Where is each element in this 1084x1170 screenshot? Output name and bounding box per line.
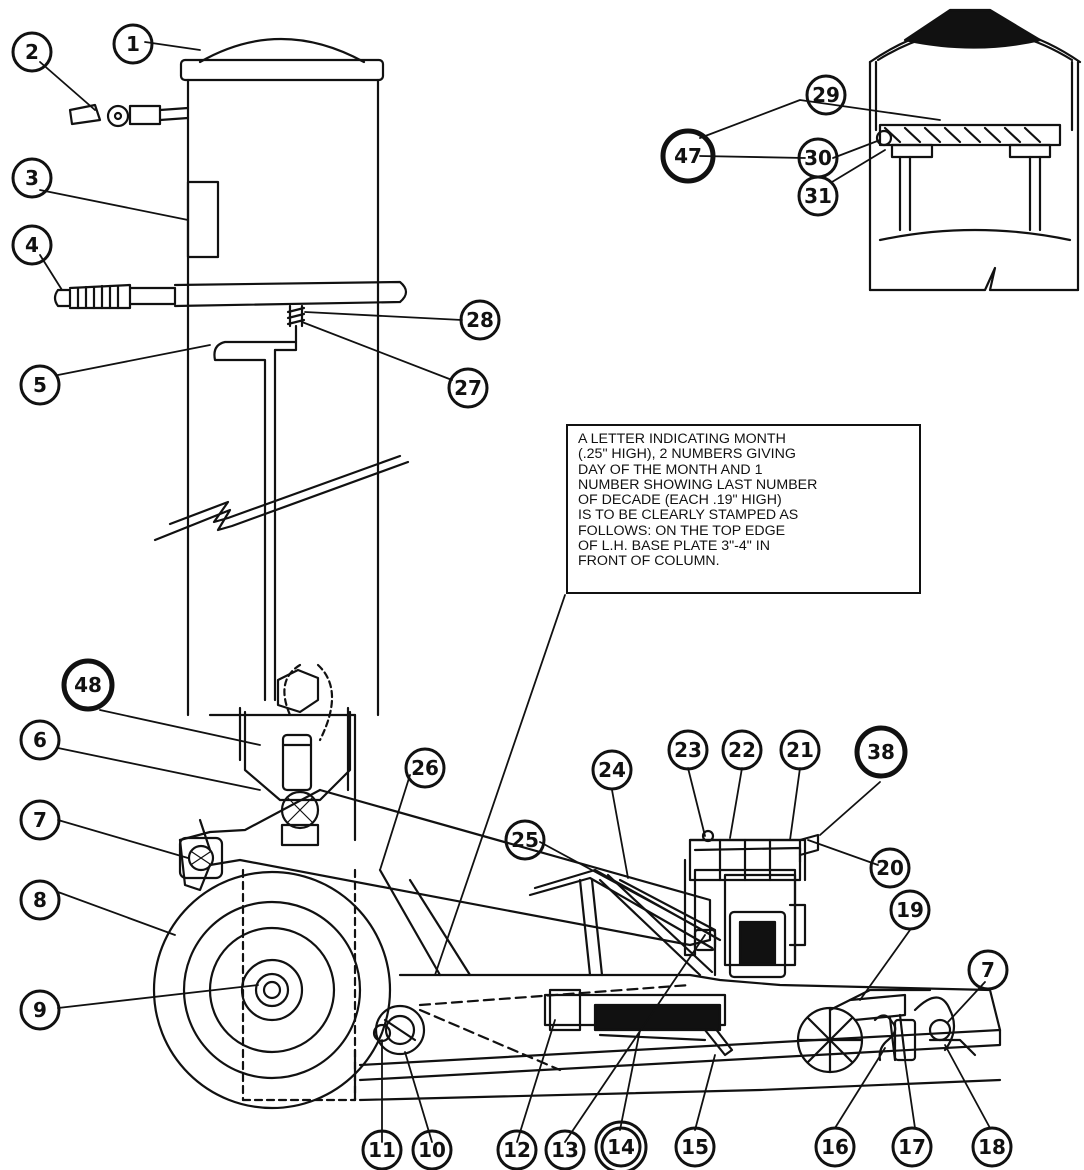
callout-7-front: 7 bbox=[981, 958, 995, 982]
front-caster bbox=[796, 988, 977, 1074]
wheel-assembly bbox=[152, 868, 392, 1110]
callout-22: 22 bbox=[728, 738, 756, 762]
callout-20: 20 bbox=[876, 856, 904, 880]
callout-labels: 1 2 3 4 5 28 27 48 6 7 8 9 26 24 25 23 2… bbox=[25, 32, 1006, 1162]
column-dome-cap bbox=[198, 37, 366, 64]
callout-29: 29 bbox=[812, 83, 840, 107]
callout-3: 3 bbox=[25, 166, 39, 190]
callout-7-rear: 7 bbox=[33, 808, 47, 832]
callout-38: 38 bbox=[867, 740, 895, 764]
leader-lines bbox=[39, 41, 991, 1143]
tube-and-clamp bbox=[213, 304, 306, 702]
callout-23: 23 bbox=[674, 738, 702, 762]
callout-5: 5 bbox=[33, 373, 47, 397]
detail-inset bbox=[868, 8, 1082, 292]
column-break-line bbox=[153, 460, 410, 542]
callout-2: 2 bbox=[25, 40, 39, 64]
hose-nozzle-assembly bbox=[53, 280, 408, 310]
valve-assembly bbox=[68, 103, 190, 128]
callout-4: 4 bbox=[25, 233, 39, 257]
column-label-plate bbox=[186, 180, 220, 259]
callout-11: 11 bbox=[368, 1138, 396, 1162]
callout-30: 30 bbox=[804, 146, 832, 170]
callout-28: 28 bbox=[466, 308, 494, 332]
stamping-note-box: A LETTER INDICATING MONTH (.25" HIGH), 2… bbox=[566, 424, 921, 594]
callout-25: 25 bbox=[511, 828, 539, 852]
callout-27: 27 bbox=[454, 376, 482, 400]
column-cap-ring bbox=[179, 58, 385, 82]
callout-9: 9 bbox=[33, 998, 47, 1022]
callout-17: 17 bbox=[898, 1135, 926, 1159]
callout-13: 13 bbox=[551, 1138, 579, 1162]
callout-14: 14 bbox=[607, 1135, 635, 1159]
hinge-bracket bbox=[243, 663, 352, 847]
callout-31: 31 bbox=[804, 184, 832, 208]
stamping-note-text: A LETTER INDICATING MONTH (.25" HIGH), 2… bbox=[578, 431, 818, 570]
column-assembly bbox=[153, 37, 410, 842]
callout-48: 48 bbox=[74, 673, 102, 697]
callout-10: 10 bbox=[418, 1138, 446, 1162]
callout-15: 15 bbox=[681, 1135, 709, 1159]
callout-circles bbox=[11, 23, 1013, 1170]
stamp-plate bbox=[543, 988, 734, 1057]
callout-19: 19 bbox=[896, 898, 924, 922]
callout-6: 6 bbox=[33, 728, 47, 752]
callout-12: 12 bbox=[503, 1138, 531, 1162]
callout-8: 8 bbox=[33, 888, 47, 912]
rear-pivot bbox=[372, 1004, 426, 1056]
callout-16: 16 bbox=[821, 1135, 849, 1159]
callout-18: 18 bbox=[978, 1135, 1006, 1159]
callout-24: 24 bbox=[598, 758, 626, 782]
callout-1: 1 bbox=[126, 32, 140, 56]
callout-47: 47 bbox=[674, 144, 702, 168]
callout-26: 26 bbox=[411, 756, 439, 780]
callout-21: 21 bbox=[786, 738, 814, 762]
upper-arm bbox=[178, 788, 712, 977]
handle-frame bbox=[528, 868, 722, 977]
top-bracket bbox=[683, 829, 820, 979]
